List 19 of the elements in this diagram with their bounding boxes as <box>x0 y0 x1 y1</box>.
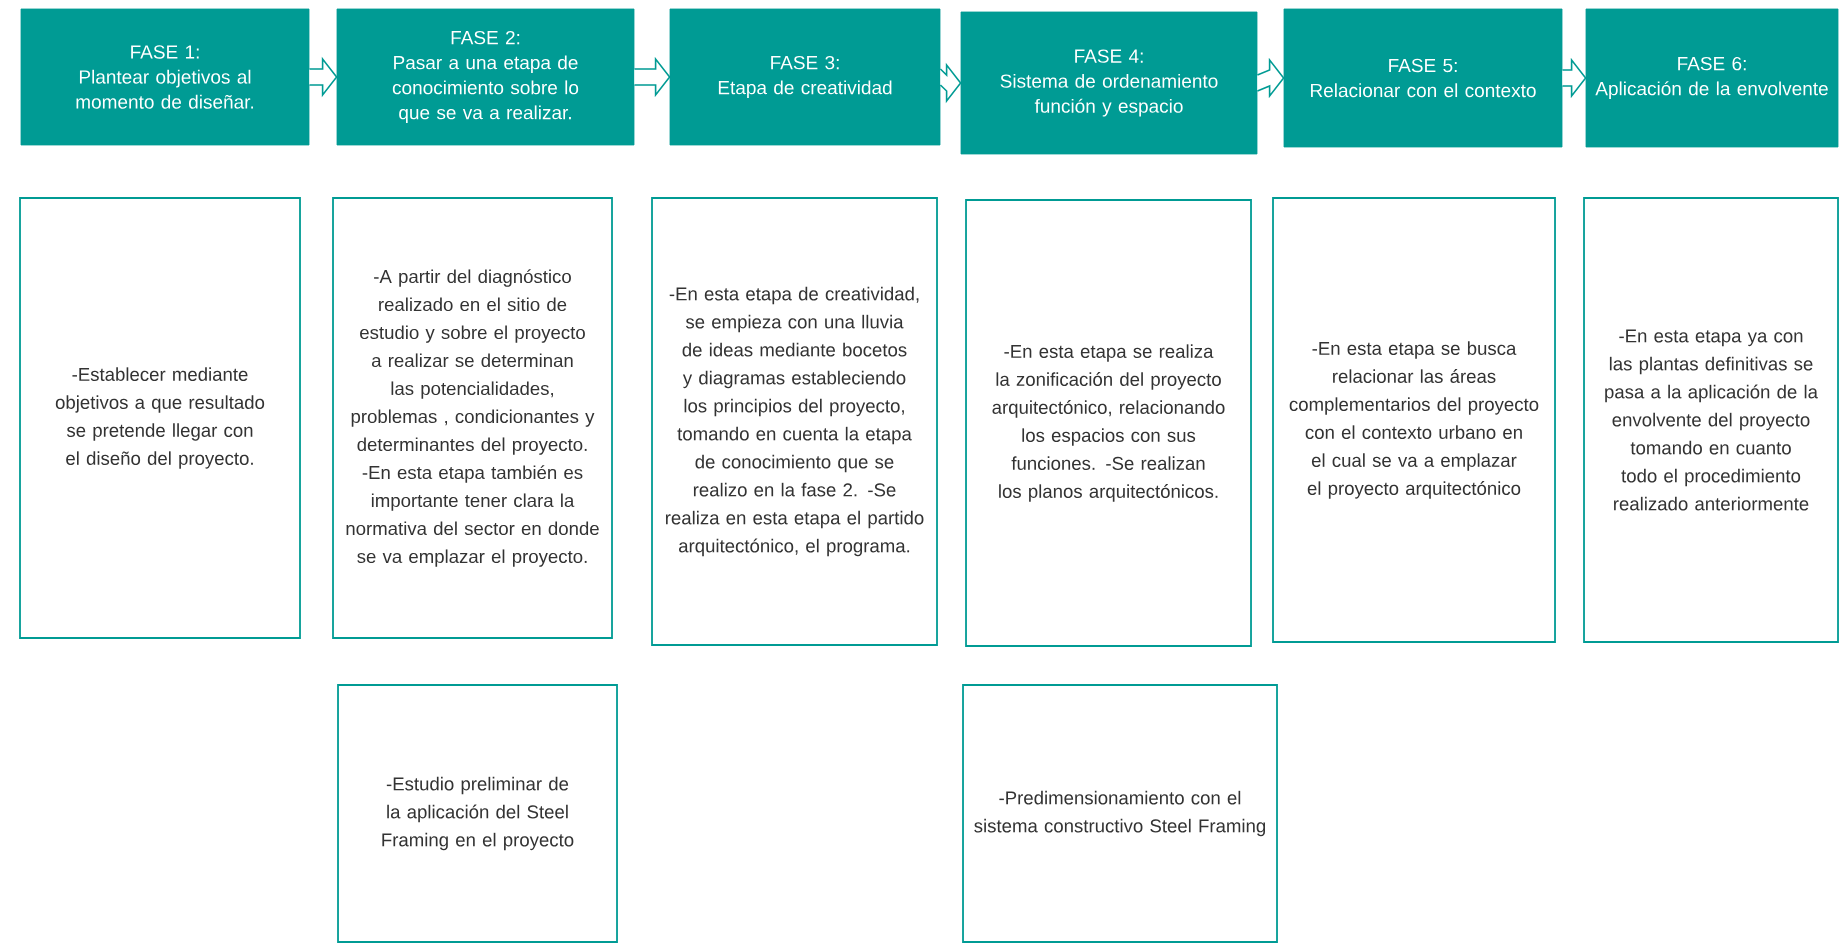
phase-box: FASE 2: Pasar a una etapa de conocimiento sobre lo que se va a realizar. <box>336 8 635 146</box>
phase-box: FASE 3: Etapa de creatividad <box>669 8 941 146</box>
description-box: -Predimensionamiento con el sistema constructivo Steel Framing <box>962 684 1278 943</box>
description-box: -En esta etapa se busca relacionar las áreas complementarios del proyecto con el contexto urbano en el cual se va a emplazar el proyecto arquitectónico <box>1272 197 1556 643</box>
phase-box: FASE 5: Relacionar con el contexto <box>1283 8 1563 148</box>
description-box: -Estudio preliminar de la aplicación del Steel Framing en el proyecto <box>337 684 618 943</box>
description-box: -En esta etapa se realiza la zonificación del proyecto arquitectónico, relacionando los espacios con sus funciones. -Se realizan los planos arquitectónicos. <box>965 199 1252 647</box>
hollow-arrow <box>1561 57 1587 99</box>
hollow-arrow <box>939 62 962 104</box>
description-box: -En esta etapa de creatividad, se empieza con una lluvia de ideas mediante bocetos y diagramas estableciendo los principios del proyecto, tomando en cuenta la etapa de conocimiento que se realizo en la fase 2. -Se realiza en esta etapa el partido arquitectónico, el programa. <box>651 197 938 646</box>
hollow-arrow <box>1256 57 1285 99</box>
phase-box: FASE 1: Plantear objetivos al momento de diseñar. <box>20 8 310 146</box>
phase-box: FASE 4: Sistema de ordenamiento función y espacio <box>960 11 1258 155</box>
description-box: -En esta etapa ya con las plantas definitivas se pasa a la aplicación de la envolvente del proyecto tomando en cuanto todo el procedimiento realizado anteriormente <box>1583 197 1839 643</box>
phase-box: FASE 6: Aplicación de la envolvente <box>1585 8 1839 148</box>
description-box: -A partir del diagnóstico realizado en el sitio de estudio y sobre el proyecto a realizar se determinan las potencialidades, problemas , condicionantes y determinantes del proyecto. -En esta etapa también es importante tener clara la normativa del sector en donde se va emplazar el proyecto. <box>332 197 613 639</box>
hollow-arrow <box>308 56 338 98</box>
description-box: -Establecer mediante objetivos a que resultado se pretende llegar con el diseño del proyecto. <box>19 197 301 639</box>
hollow-arrow <box>633 56 671 98</box>
